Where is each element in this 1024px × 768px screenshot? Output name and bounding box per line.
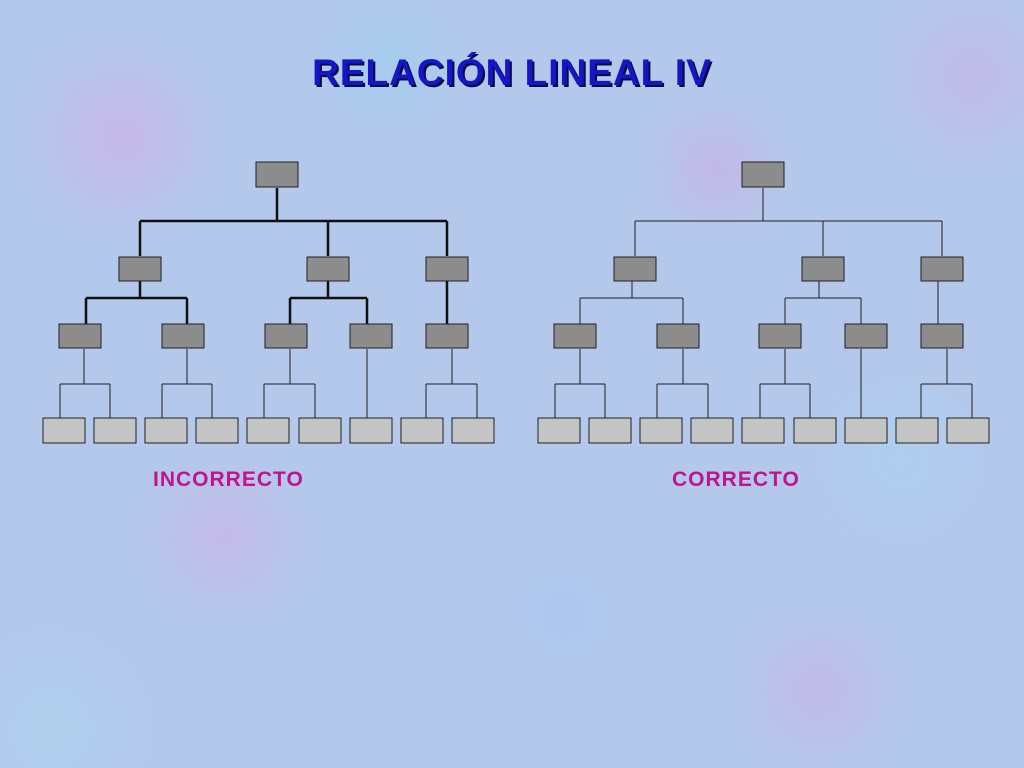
level1-box [801, 256, 845, 282]
leaf-box [298, 417, 342, 444]
level2-box [349, 323, 393, 349]
correct-org-chart [537, 161, 990, 444]
leaf-box [793, 417, 837, 444]
leaf-box [895, 417, 939, 444]
level2-box [758, 323, 802, 349]
leaf-box [349, 417, 393, 444]
leaf-box [195, 417, 239, 444]
level1-box [613, 256, 657, 282]
level2-box [58, 323, 102, 349]
leaf-box [42, 417, 86, 444]
leaf-box [639, 417, 683, 444]
leaf-box [741, 417, 785, 444]
level2-box [161, 323, 205, 349]
leaf-box [946, 417, 990, 444]
incorrect-org-chart [42, 161, 495, 444]
leaf-box [844, 417, 888, 444]
leaf-box [537, 417, 581, 444]
level2-box [553, 323, 597, 349]
level2-box [425, 323, 469, 349]
leaf-box [588, 417, 632, 444]
root-box [741, 161, 785, 188]
leaf-box [690, 417, 734, 444]
level2-box [844, 323, 888, 349]
leaf-box [400, 417, 444, 444]
leaf-box [93, 417, 137, 444]
level2-box [264, 323, 308, 349]
level2-box [656, 323, 700, 349]
level1-box [118, 256, 162, 282]
slide-title: RELACIÓN LINEAL IV [312, 52, 712, 93]
level1-box [920, 256, 964, 282]
level2-box [920, 323, 964, 349]
root-box [255, 161, 299, 188]
level1-box [425, 256, 469, 282]
correct-label: CORRECTO [672, 468, 800, 491]
level1-box [306, 256, 350, 282]
leaf-box [144, 417, 188, 444]
incorrect-label: INCORRECTO [153, 468, 304, 491]
leaf-box [246, 417, 290, 444]
leaf-box [451, 417, 495, 444]
